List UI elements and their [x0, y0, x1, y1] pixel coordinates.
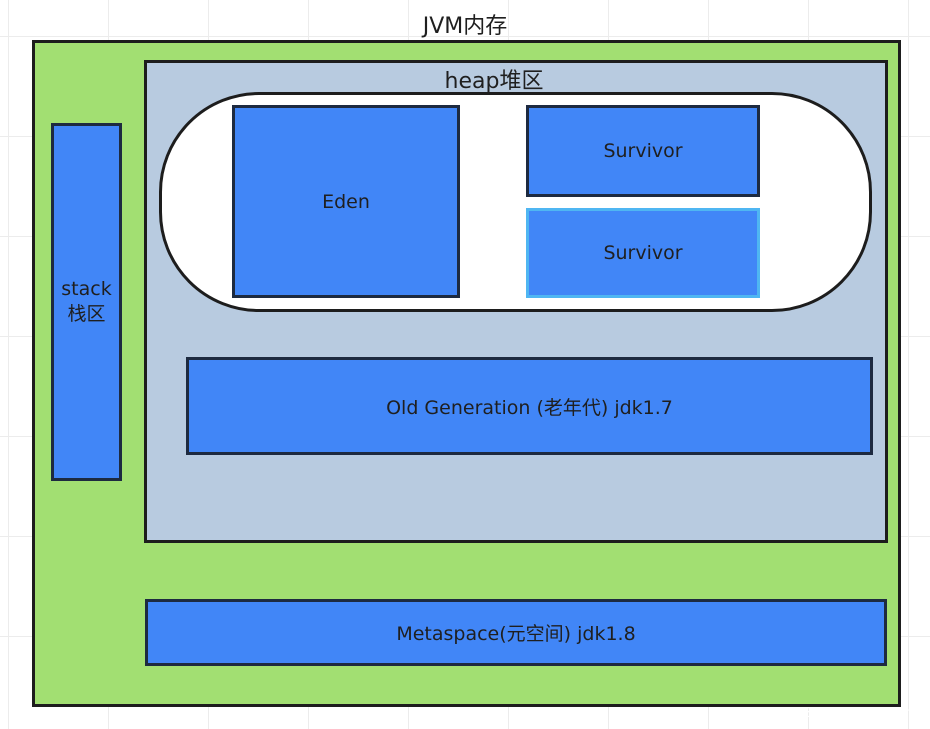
stack-region: stack 栈区 [51, 123, 122, 481]
csdn-watermark: CSDN @zhangjwnx [796, 706, 920, 721]
old-generation-block: Old Generation (老年代) jdk1.7 [186, 357, 873, 455]
survivor-block-2: Survivor [526, 208, 760, 298]
metaspace-block: Metaspace(元空间) jdk1.8 [145, 599, 887, 666]
eden-block: Eden [232, 105, 460, 298]
heap-title: heap堆区 [444, 69, 544, 94]
stack-label-cn: 栈区 [67, 303, 106, 325]
stack-label: stack [61, 278, 112, 301]
survivor-block-1: Survivor [526, 105, 760, 197]
jvm-memory-title: JVM内存 [422, 14, 508, 39]
